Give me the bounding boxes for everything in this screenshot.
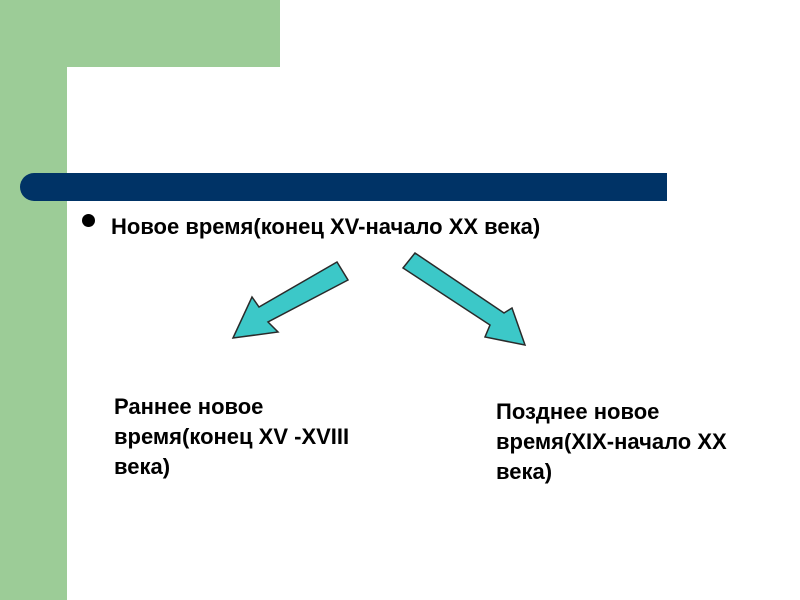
green-vertical-band <box>0 0 67 600</box>
arrow-down-left-icon <box>231 260 350 339</box>
late-modern-text: Позднее новое время(XIX-начало XX века) <box>496 397 727 487</box>
late-line: века) <box>496 459 553 484</box>
early-line: время(конец XV -XVIII <box>114 424 350 449</box>
late-line: время(XIX-начало XX <box>496 429 727 454</box>
title-bar <box>20 173 667 201</box>
main-bullet-text: Новое время(конец XV-начало XX века) <box>111 214 541 239</box>
early-line: Раннее новое <box>114 394 264 419</box>
late-line: Позднее новое <box>496 399 660 424</box>
bullet-dot <box>82 214 95 227</box>
early-modern-text: Раннее новое время(конец XV -XVIII века) <box>114 392 349 482</box>
green-top-band <box>0 0 280 67</box>
early-line: века) <box>114 454 171 479</box>
arrow-down-right-icon <box>401 251 527 346</box>
